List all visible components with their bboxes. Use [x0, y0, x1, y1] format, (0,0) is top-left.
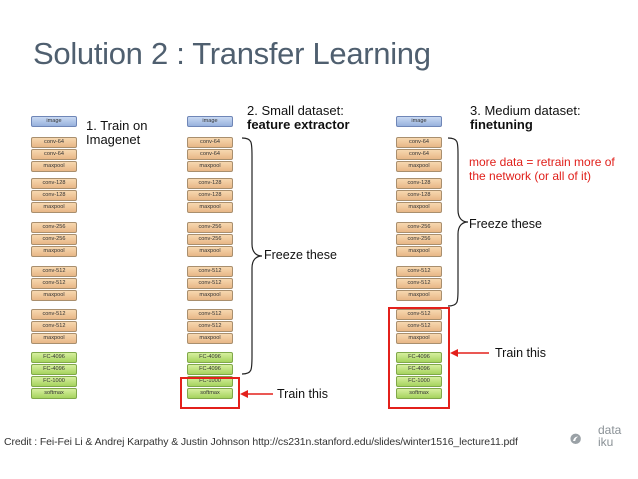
layer-block: conv-256: [187, 234, 233, 245]
panel-2-heading-line2: feature extractor: [247, 117, 350, 132]
layer-block: image: [187, 116, 233, 127]
freeze-label-2: Freeze these: [264, 248, 337, 262]
layer-block: maxpool: [187, 290, 233, 301]
layer-block: softmax: [31, 388, 77, 399]
logo-text-line2: iku: [598, 435, 614, 449]
freeze-label-3: Freeze these: [469, 217, 542, 231]
layer-block: conv-512: [396, 266, 442, 277]
layer-block: maxpool: [396, 333, 442, 344]
layer-block: conv-128: [396, 190, 442, 201]
train-label-2: Train this: [277, 387, 328, 401]
layer-block: maxpool: [187, 333, 233, 344]
layer-block: maxpool: [187, 202, 233, 213]
layer-block: maxpool: [31, 202, 77, 213]
panel-3-heading-line2: finetuning: [470, 117, 533, 132]
layer-block: maxpool: [31, 290, 77, 301]
layer-block: softmax: [396, 388, 442, 399]
train-box-2: [180, 377, 240, 409]
slide-title: Solution 2 : Transfer Learning: [33, 36, 431, 71]
train-arrow-3: [450, 349, 489, 357]
freeze-brace-3: [447, 137, 469, 307]
layer-block: FC-4096: [396, 352, 442, 363]
layer-block: conv-128: [396, 178, 442, 189]
layer-block: conv-512: [31, 321, 77, 332]
dataiku-bird-icon: [570, 433, 581, 445]
train-box-3: [388, 307, 450, 409]
layer-block: FC-4096: [31, 364, 77, 375]
layer-block: image: [396, 116, 442, 127]
layer-block: maxpool: [396, 246, 442, 257]
layer-block: conv-256: [396, 234, 442, 245]
panel-3-note: more data = retrain more of the network …: [469, 155, 615, 183]
freeze-brace-2: [241, 137, 263, 375]
train-label-3: Train this: [495, 346, 546, 360]
layer-block: maxpool: [31, 246, 77, 257]
layer-block: conv-256: [187, 222, 233, 233]
layer-block: conv-512: [31, 266, 77, 277]
layer-block: conv-128: [31, 178, 77, 189]
layer-block: image: [31, 116, 77, 127]
layer-block: FC-1000: [396, 376, 442, 387]
credit-line: Credit : Fei-Fei Li & Andrej Karpathy & …: [4, 436, 518, 448]
layer-block: softmax: [187, 388, 233, 399]
layer-block: conv-256: [31, 234, 77, 245]
layer-block: conv-512: [187, 278, 233, 289]
panel-1-heading-line1: 1. Train on: [86, 118, 148, 133]
layer-block: conv-64: [187, 149, 233, 160]
logo-text: data iku: [598, 424, 621, 448]
layer-block: conv-512: [187, 321, 233, 332]
layer-block: FC-4096: [187, 352, 233, 363]
layer-block: maxpool: [396, 290, 442, 301]
train-arrow-2: [240, 390, 273, 398]
layer-block: maxpool: [396, 161, 442, 172]
layer-block: conv-512: [396, 321, 442, 332]
layer-block: FC-1000: [187, 376, 233, 387]
panel-2-heading-line1: 2. Small dataset:: [247, 103, 344, 118]
layer-block: conv-256: [31, 222, 77, 233]
layer-block: FC-4096: [31, 352, 77, 363]
layer-block: conv-128: [187, 190, 233, 201]
layer-block: conv-512: [31, 309, 77, 320]
layer-block: conv-512: [396, 309, 442, 320]
panel-1-heading: 1. Train on Imagenet: [86, 119, 147, 147]
panel-3-heading: 3. Medium dataset: finetuning: [470, 104, 581, 132]
layer-block: maxpool: [396, 202, 442, 213]
layer-block: conv-64: [31, 149, 77, 160]
layer-block: conv-64: [31, 137, 77, 148]
layer-block: conv-64: [396, 137, 442, 148]
panel-2-heading: 2. Small dataset: feature extractor: [247, 104, 350, 132]
layer-block: maxpool: [31, 161, 77, 172]
layer-block: FC-1000: [31, 376, 77, 387]
layer-block: maxpool: [31, 333, 77, 344]
layer-block: conv-512: [187, 266, 233, 277]
layer-block: maxpool: [187, 246, 233, 257]
panel-3-heading-line1: 3. Medium dataset:: [470, 103, 581, 118]
layer-block: conv-128: [187, 178, 233, 189]
layer-block: conv-512: [187, 309, 233, 320]
layer-block: conv-64: [396, 149, 442, 160]
layer-block: maxpool: [187, 161, 233, 172]
layer-block: FC-4096: [187, 364, 233, 375]
layer-block: FC-4096: [396, 364, 442, 375]
layer-block: conv-64: [187, 137, 233, 148]
panel-1-heading-line2: Imagenet: [86, 132, 141, 147]
layer-block: conv-256: [396, 222, 442, 233]
logo-text-line1: data: [598, 423, 622, 437]
layer-block: conv-512: [396, 278, 442, 289]
layer-block: conv-512: [31, 278, 77, 289]
layer-block: conv-128: [31, 190, 77, 201]
